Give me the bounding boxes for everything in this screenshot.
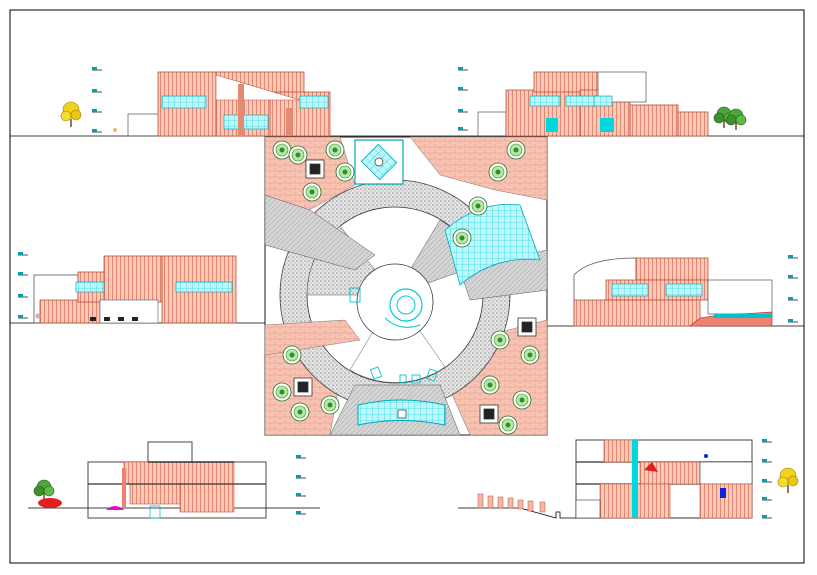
site-plan xyxy=(264,136,548,436)
level-markers xyxy=(761,438,773,519)
rear-elevation xyxy=(457,66,747,137)
level-markers xyxy=(295,454,307,515)
right-side-elevation xyxy=(573,254,799,327)
central-fountain xyxy=(389,288,423,322)
level-markers xyxy=(17,251,29,319)
section-b xyxy=(458,438,799,519)
sheet-border xyxy=(9,9,805,564)
level-markers xyxy=(91,66,103,133)
left-side-elevation xyxy=(17,251,237,324)
tree-icon xyxy=(33,479,55,502)
section-a xyxy=(28,441,320,519)
level-markers xyxy=(457,66,469,131)
level-markers xyxy=(787,254,799,323)
front-elevation xyxy=(60,66,331,137)
tree-icon xyxy=(60,101,82,128)
tree-icon xyxy=(777,467,799,494)
